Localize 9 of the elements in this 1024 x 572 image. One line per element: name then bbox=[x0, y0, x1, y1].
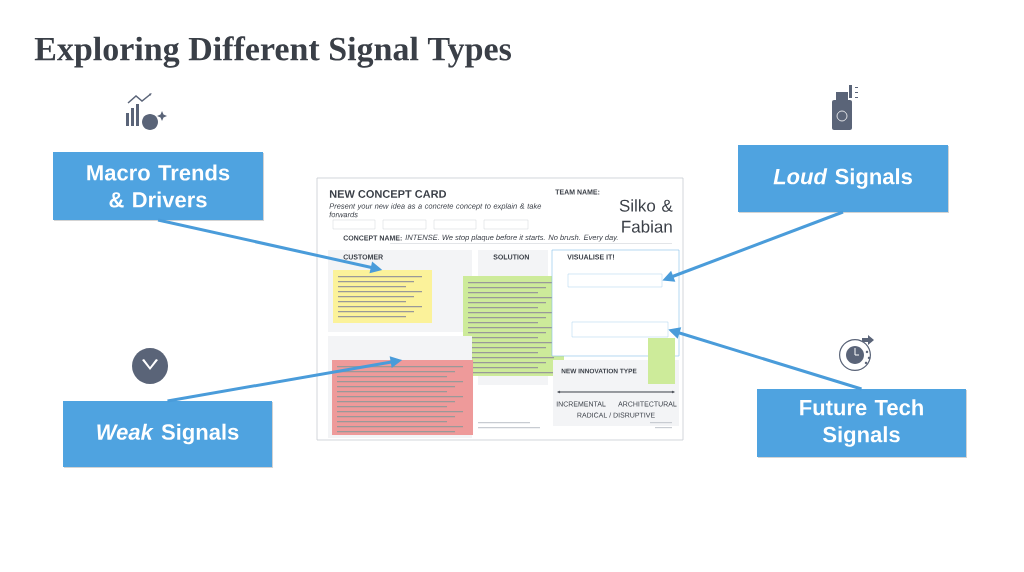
box-label: Loud Signals bbox=[773, 168, 912, 189]
sketch-row bbox=[567, 273, 663, 288]
box-label: Macro Trends & Drivers bbox=[87, 164, 230, 208]
slide-title: Exploring Different Signal Types bbox=[34, 36, 511, 68]
sketch-row bbox=[571, 321, 669, 338]
box-label: Future Tech Signals bbox=[800, 399, 923, 447]
box-label: Weak Signals bbox=[97, 423, 239, 445]
card-title: NEW CONCEPT CARD bbox=[329, 190, 447, 198]
team-name: Silko & Fabian bbox=[619, 199, 673, 233]
